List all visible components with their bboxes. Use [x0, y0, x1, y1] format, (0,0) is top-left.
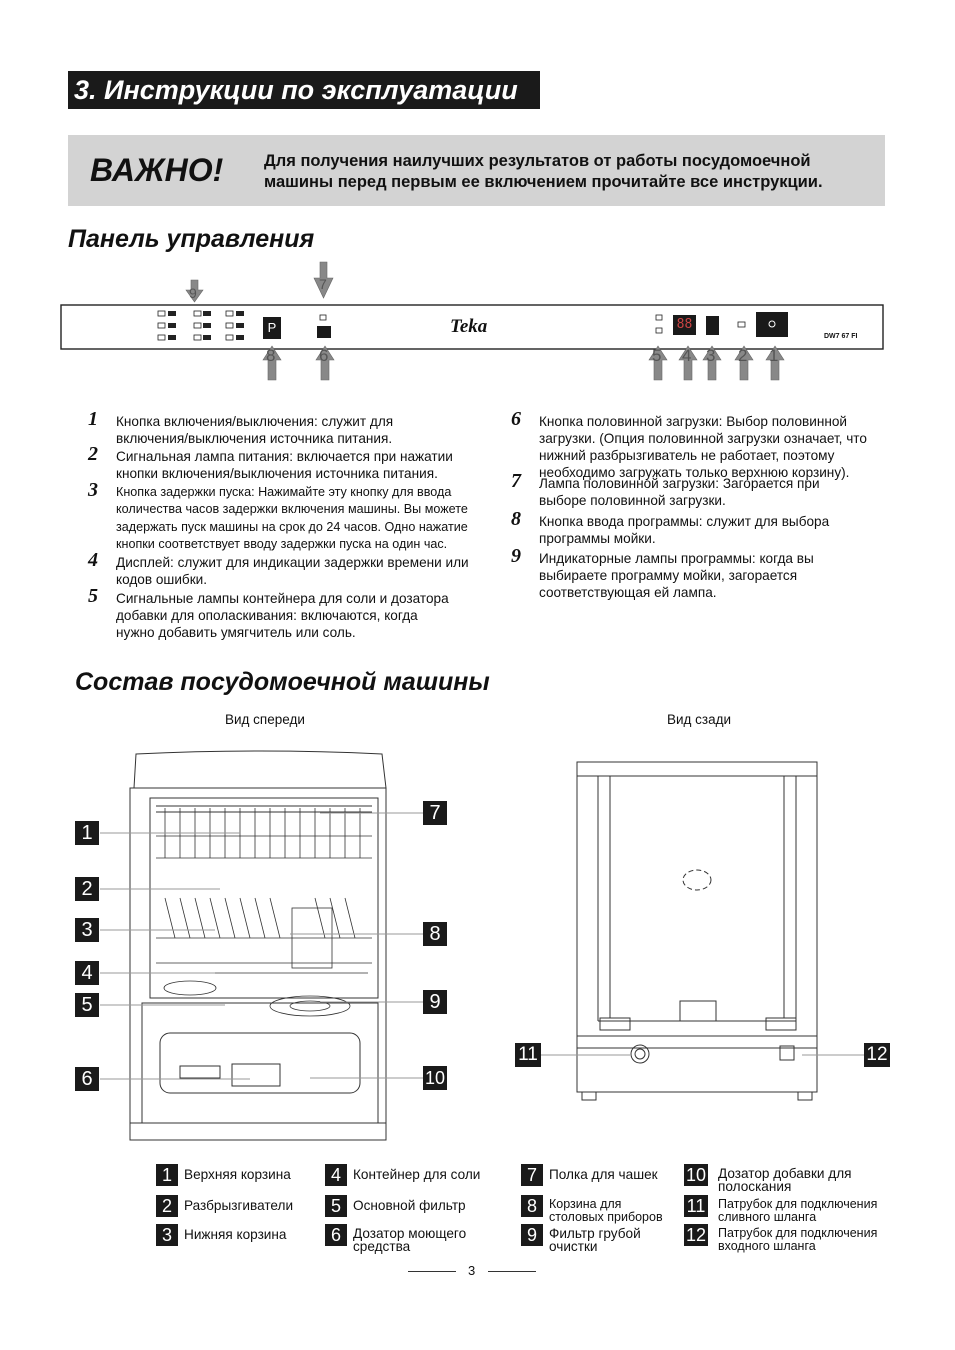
rear-callout-11: 11: [515, 1043, 541, 1067]
item-8: 8 Кнопка ввода программы: служит для выб…: [511, 508, 830, 546]
composition-heading: Состав посудомоечной машины: [75, 668, 490, 696]
callout-8: 8: [266, 346, 276, 365]
rear-view-diagram: [570, 756, 830, 1106]
item-6: 6 Кнопка половинной загрузки: Выбор поло…: [511, 408, 867, 480]
page-rule-right: [488, 1271, 536, 1272]
callout-6: 6: [319, 346, 329, 365]
item-7: 7 Лампа половинной загрузки: Загорается …: [511, 470, 820, 508]
item-4: 4 Дисплей: служит для индикации задержки…: [88, 549, 469, 587]
section-title: 3. Инструкции по эксплуатации: [68, 71, 540, 109]
callout-4: 4: [682, 346, 692, 365]
front-callout-5: 5: [75, 993, 99, 1017]
page-rule-left: [408, 1271, 456, 1272]
panel-display: 88: [676, 317, 693, 332]
front-callout-7: 7: [423, 801, 447, 825]
item-9: 9 Индикаторные лампы программы: когда вы…: [511, 545, 814, 600]
page-number: 3: [468, 1263, 476, 1278]
front-callout-2: 2: [75, 877, 99, 901]
item-3: 3 Кнопка задержки пуска: Нажимайте эту к…: [88, 479, 468, 552]
callout-7: 7: [319, 276, 327, 292]
important-text: Для получения наилучших результатов от р…: [264, 152, 823, 191]
callout-1: 1: [769, 346, 779, 365]
callout-5: 5: [652, 346, 662, 365]
important-notice: ВАЖНО! Для получения наилучших результат…: [68, 135, 885, 206]
front-callout-4: 4: [75, 961, 99, 985]
front-callout-8: 8: [423, 922, 447, 946]
front-callout-3: 3: [75, 918, 99, 942]
control-panel-diagram: P 88 Teka DW7 67 FI 9 7 8 6 5 4 3 2 1: [60, 260, 885, 385]
item-5: 5 Сигнальные лампы контейнера для соли и…: [88, 585, 449, 640]
item-1: 1 Кнопка включения/выключения: служит дл…: [88, 408, 394, 446]
front-callout-6: 6: [75, 1067, 99, 1091]
teka-logo: Teka: [450, 316, 488, 337]
front-callout-9: 9: [423, 990, 447, 1014]
front-callout-10: 10: [423, 1066, 447, 1090]
important-label: ВАЖНО!: [90, 152, 224, 188]
front-view-diagram: [120, 748, 395, 1148]
callout-9: 9: [189, 285, 197, 301]
front-view-label: Вид спереди: [225, 712, 305, 727]
callout-3: 3: [706, 346, 716, 365]
model-label: DW7 67 FI: [824, 333, 858, 340]
program-button[interactable]: P: [267, 320, 277, 335]
front-callout-1: 1: [75, 821, 99, 845]
callout-2: 2: [738, 346, 748, 365]
rear-view-label: Вид сзади: [667, 712, 732, 727]
panel-heading: Панель управления: [68, 225, 315, 253]
rear-callout-12: 12: [864, 1043, 890, 1067]
item-2: 2 Сигнальная лампа питания: включается п…: [88, 443, 453, 481]
